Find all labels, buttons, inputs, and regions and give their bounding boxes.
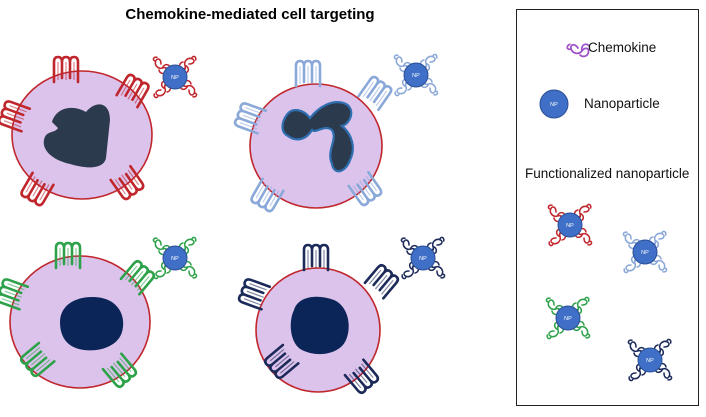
nanoparticle-icon: NP — [557, 212, 583, 238]
np-label: NP — [171, 75, 179, 81]
receptor — [263, 343, 300, 380]
np-label: NP — [641, 250, 649, 256]
functionalized-nanoparticle: NP — [393, 53, 439, 97]
receptor — [294, 59, 322, 88]
legend-functionalized-label: Functionalized nanoparticle — [525, 166, 690, 181]
functionalized-nanoparticle: NP — [152, 236, 198, 280]
receptor — [19, 341, 56, 378]
receptor — [0, 100, 32, 133]
receptor — [250, 177, 285, 213]
receptor — [101, 352, 138, 389]
receptor — [233, 102, 268, 135]
green-receptor-cell — [0, 241, 156, 389]
nucleus — [60, 297, 124, 351]
legend-nanoparticle-icon: NP — [539, 89, 569, 119]
receptor — [20, 171, 55, 207]
np-label: NP — [412, 73, 420, 79]
nanoparticle-icon: NP — [637, 347, 663, 373]
page-title: Chemokine-mediated cell targeting — [125, 6, 375, 23]
receptor — [237, 278, 272, 311]
receptor — [343, 358, 380, 395]
neutrophil-cell — [0, 55, 153, 207]
nucleus — [290, 296, 349, 355]
legend-nanoparticle-label: Nanoparticle — [584, 96, 660, 111]
np-label: NP — [646, 358, 654, 364]
functionalized-nanoparticle: NP — [400, 236, 446, 280]
nucleus — [281, 101, 354, 173]
lobulated-cell — [233, 59, 393, 213]
navy-receptor-cell — [237, 243, 400, 395]
nanoparticle-icon: NP — [632, 239, 658, 265]
receptor — [0, 278, 30, 311]
nanoparticle-icon: NP — [162, 245, 188, 271]
np-label: NP — [550, 102, 558, 108]
receptor — [52, 55, 80, 84]
nanoparticle-icon: NP — [162, 64, 188, 90]
np-label: NP — [419, 256, 427, 262]
receptor — [54, 241, 82, 270]
nanoparticle-icon: NP — [410, 245, 436, 271]
functionalized-nanoparticle: NP — [152, 55, 198, 99]
np-label: NP — [564, 316, 572, 322]
receptor — [347, 170, 383, 207]
receptor — [115, 73, 150, 109]
receptor — [119, 259, 156, 296]
receptor — [357, 75, 393, 112]
nucleus — [43, 104, 110, 168]
legend-box — [516, 9, 699, 406]
receptor — [302, 243, 330, 272]
legend-functionalized-nanoparticle: NP — [545, 296, 591, 340]
nanoparticle-icon: NP — [555, 305, 581, 331]
np-label: NP — [566, 223, 574, 229]
legend-functionalized-nanoparticle: NP — [547, 203, 593, 247]
np-label: NP — [171, 256, 179, 262]
receptor — [109, 164, 145, 201]
nanoparticle-icon: NP — [403, 62, 429, 88]
receptor — [363, 263, 400, 300]
legend-chemokine-label: Chemokine — [588, 40, 657, 55]
legend-functionalized-nanoparticle: NP — [622, 230, 668, 274]
legend-functionalized-nanoparticle: NP — [627, 338, 673, 382]
legend-chemokine-icon — [566, 43, 590, 58]
